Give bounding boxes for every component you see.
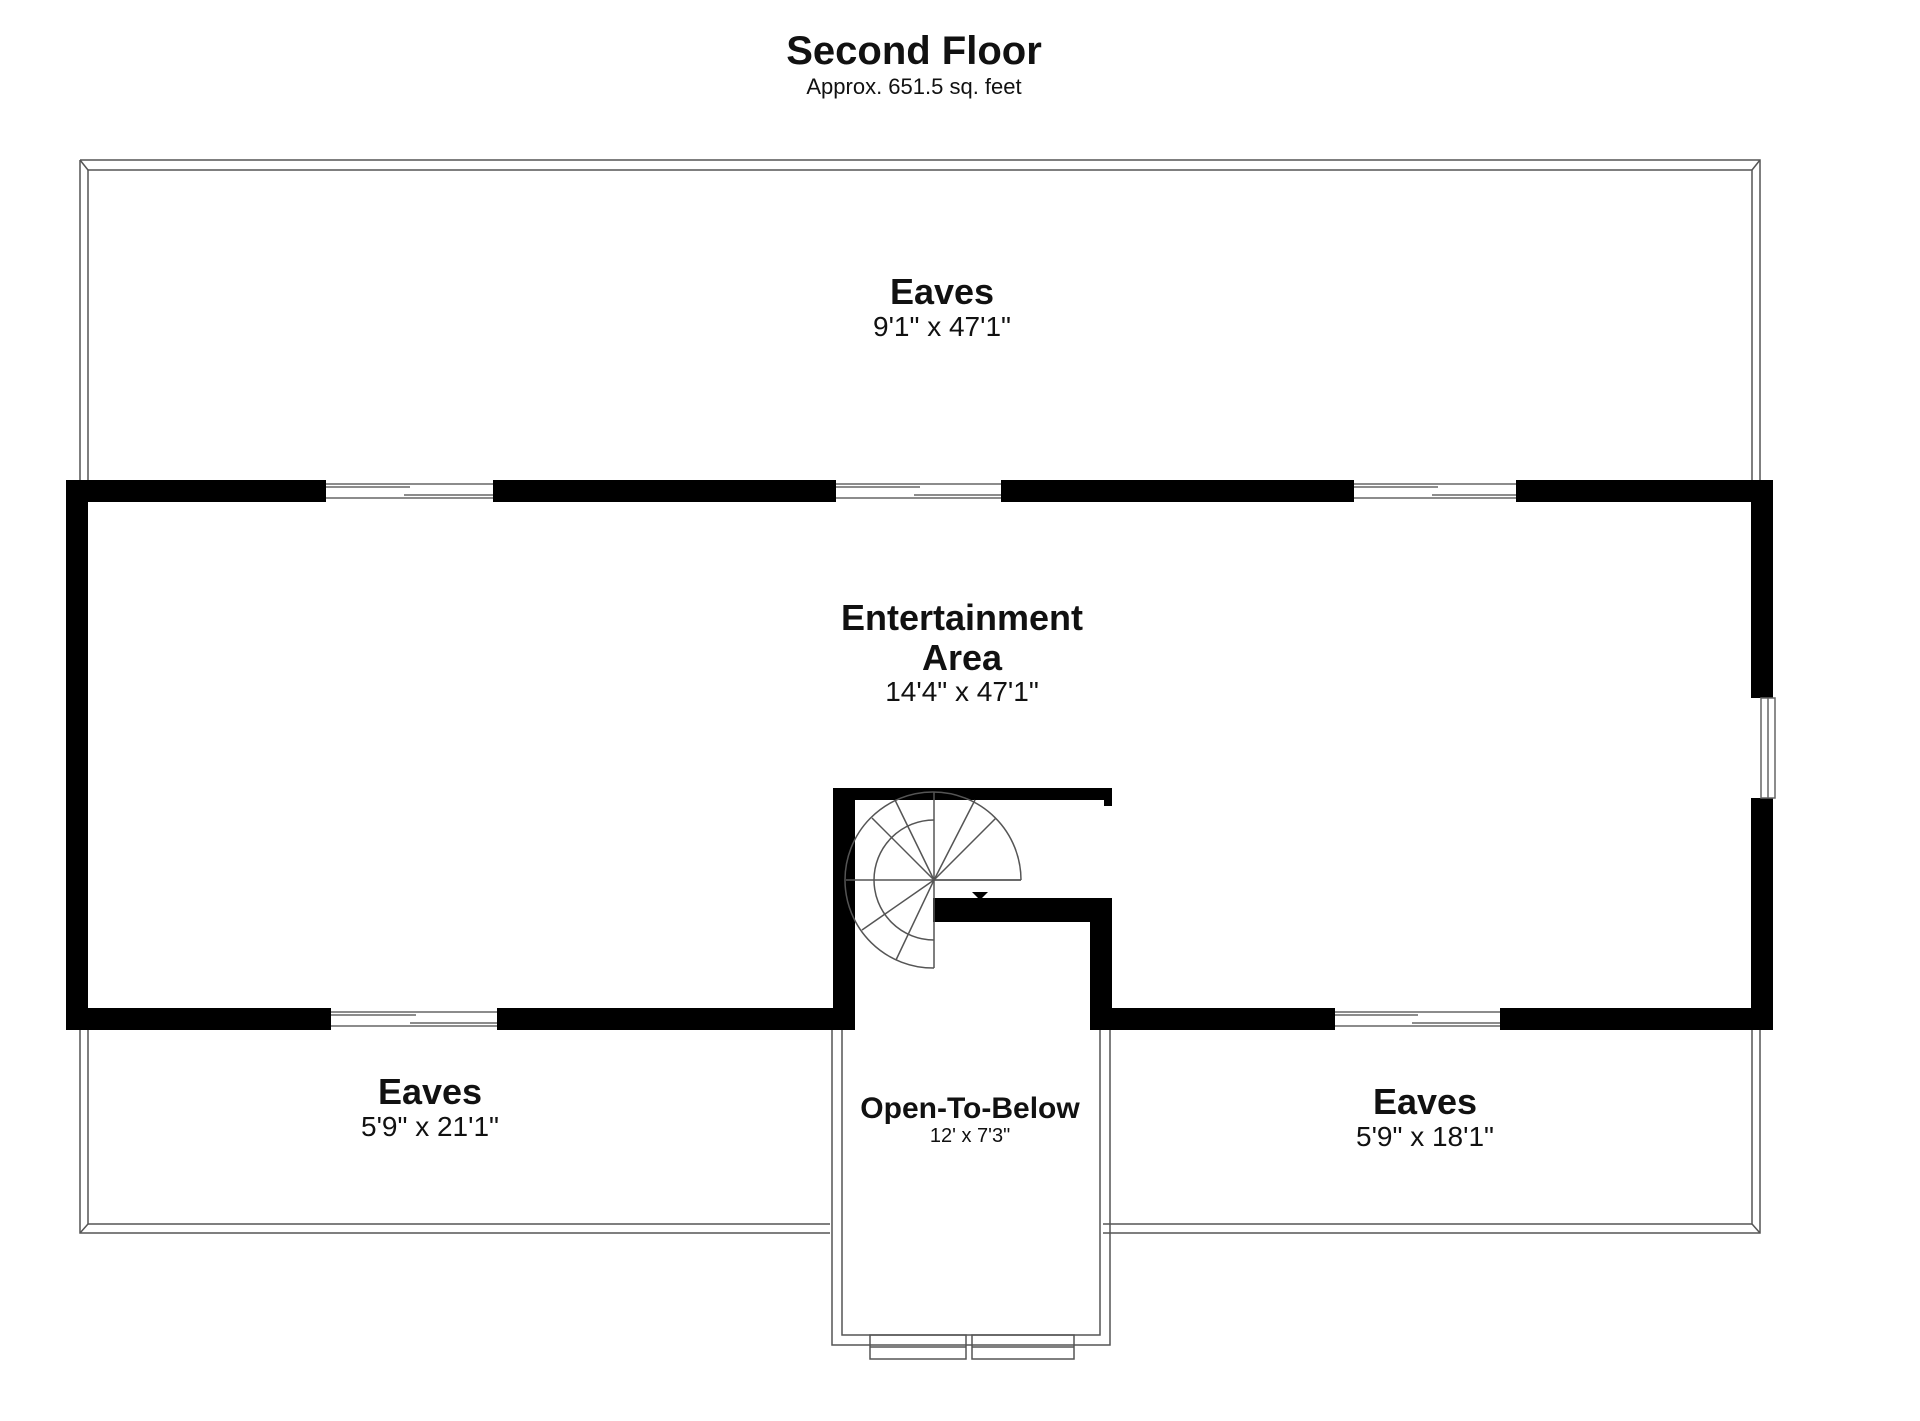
sliding-doors — [326, 483, 1776, 1027]
bay-windows — [869, 1334, 1075, 1360]
room-dimensions: 12' x 7'3" — [929, 1125, 1011, 1147]
room-name: Open-To-Below — [860, 1092, 1080, 1125]
room-dimensions: 9'1" x 47'1" — [873, 310, 1011, 342]
walls — [66, 480, 1773, 1030]
floor-title: Second Floor — [786, 29, 1042, 73]
room-name-line1: Entertainment — [840, 597, 1084, 638]
room-dimensions: 14'4" x 47'1" — [885, 676, 1039, 708]
room-name: Eaves — [377, 1071, 483, 1112]
room-label-entertainment-area: Entertainment Area 14'4" x 47'1" — [841, 598, 1083, 708]
floor-title-block: Second Floor Approx. 651.5 sq. feet — [786, 28, 1042, 100]
floor-area: Approx. 651.5 sq. feet — [806, 74, 1022, 99]
room-dimensions: 5'9" x 18'1" — [1356, 1120, 1494, 1152]
room-name: Eaves — [1372, 1081, 1478, 1122]
spiral-stair — [844, 791, 1022, 969]
eaves-outline — [79, 159, 1761, 1346]
stair-arrow-icon — [972, 892, 988, 900]
room-name-line2: Area — [921, 636, 1003, 678]
room-label-eaves-bottom-right: Eaves 5'9" x 18'1" — [1356, 1082, 1494, 1152]
room-name: Eaves — [889, 271, 995, 312]
room-label-eaves-bottom-left: Eaves 5'9" x 21'1" — [361, 1072, 499, 1142]
room-dimensions: 5'9" x 21'1" — [361, 1110, 499, 1142]
room-label-open-to-below: Open-To-Below 12' x 7'3" — [860, 1092, 1079, 1147]
room-label-eaves-top: Eaves 9'1" x 47'1" — [873, 272, 1011, 342]
